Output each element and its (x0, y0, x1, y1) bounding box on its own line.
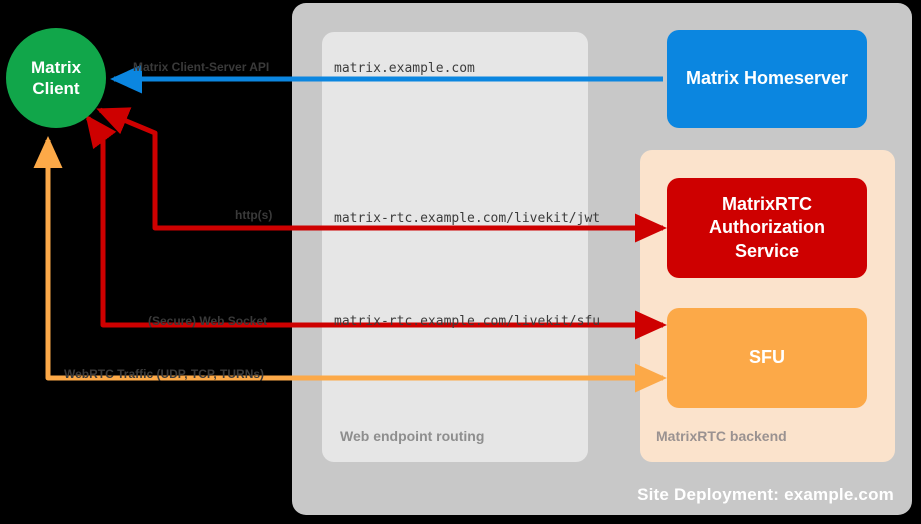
node-sfu-label: SFU (749, 347, 785, 368)
node-matrixrtc-authorization-service[interactable]: MatrixRTC Authorization Service (667, 178, 867, 278)
node-matrix-client[interactable]: Matrix Client (6, 28, 106, 128)
endpoint-label-matrix-example-com: matrix.example.com (334, 61, 475, 76)
site-deployment-label: Site Deployment: example.com (637, 485, 894, 504)
web-endpoint-routing-label: Web endpoint routing (340, 428, 485, 444)
edge-label-http: http(s) (235, 208, 273, 222)
node-matrix-homeserver[interactable]: Matrix Homeserver (667, 30, 867, 128)
node-auth-service-line2: Authorization (709, 217, 825, 238)
node-auth-service-line1: MatrixRTC (721, 193, 812, 214)
node-matrix-client-line2: Client (32, 79, 80, 98)
endpoint-label-livekit-jwt: matrix-rtc.example.com/livekit/jwt (334, 211, 601, 226)
edge-label-secure-web-socket: (Secure) Web Socket (148, 314, 268, 328)
node-auth-service-text: MatrixRTC Authorization Service (709, 193, 825, 263)
edge-label-webrtc-traffic: WebRTC Traffic (UDP, TCP, TURNs) (64, 367, 265, 381)
node-matrix-client-line1: Matrix (30, 57, 82, 77)
matrixrtc-backend-label: MatrixRTC backend (656, 428, 787, 444)
node-auth-service-line3: Service (734, 240, 800, 261)
node-matrix-homeserver-label: Matrix Homeserver (685, 68, 849, 89)
node-sfu[interactable]: SFU (667, 308, 867, 408)
web-endpoint-routing-container: Web endpoint routing (322, 32, 588, 462)
edge-label-client-server-api: Matrix Client-Server API (133, 60, 270, 74)
endpoint-label-livekit-sfu: matrix-rtc.example.com/livekit/sfu (334, 314, 601, 329)
edge-webrtc-traffic-line (33, 135, 663, 381)
